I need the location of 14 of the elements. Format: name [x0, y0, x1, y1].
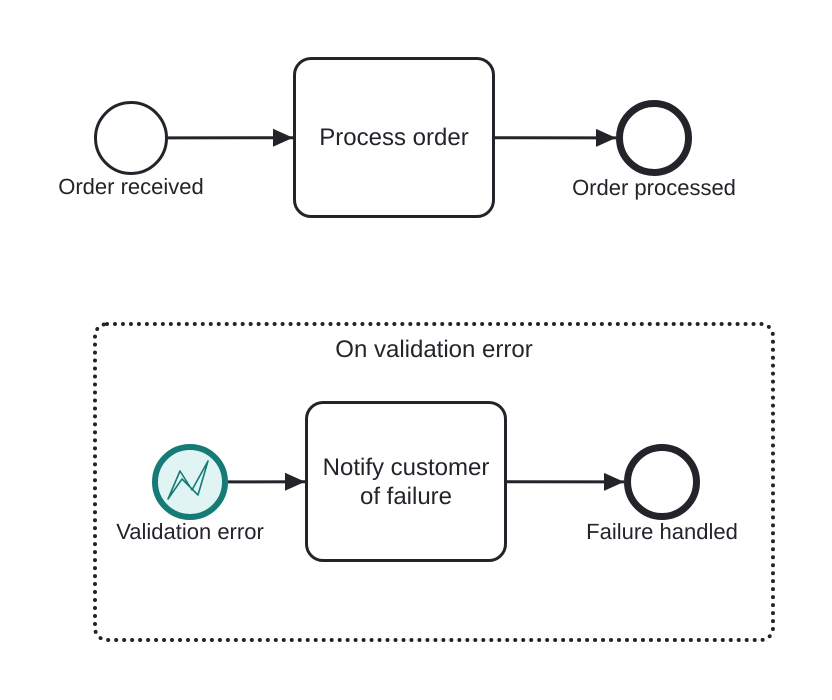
- sequence-flow-arrow: [507, 472, 624, 491]
- event-label: Order received: [58, 174, 204, 199]
- task-label: Process order: [319, 123, 469, 152]
- subprocess-title: On validation error: [335, 336, 533, 364]
- sequence-flow-arrow: [228, 472, 305, 491]
- sequence-flow-arrow: [168, 128, 293, 147]
- event-label: Validation error: [116, 519, 264, 544]
- task-box: [293, 57, 495, 218]
- event-label: Order processed: [572, 175, 736, 200]
- task-label: Notify customer of failure: [322, 452, 490, 510]
- event-subprocess-box: [93, 322, 775, 642]
- task-box: [305, 401, 507, 562]
- event-label: Failure handled: [586, 519, 738, 544]
- sequence-flow-arrow: [495, 128, 616, 147]
